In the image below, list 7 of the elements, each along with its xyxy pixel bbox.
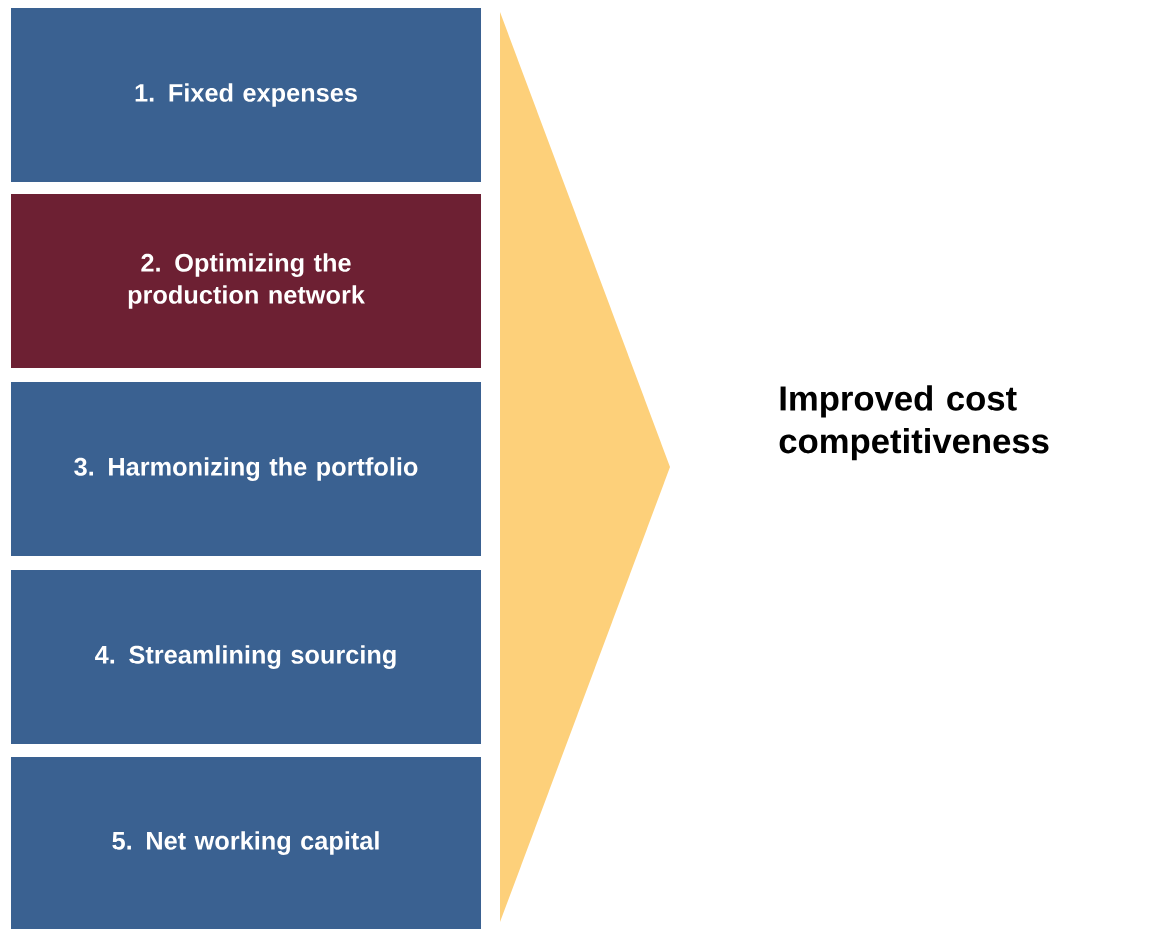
- text-box: 5. Net working capital: [11, 757, 481, 929]
- text-box: 2. Optimizing the production network: [11, 194, 481, 368]
- text-box: 4. Streamlining sourcing: [11, 570, 481, 744]
- result-text: Improved cost competitiveness: [779, 385, 1049, 461]
- chevron-triangle: [500, 12, 670, 922]
- text-box: 1. Fixed expenses: [11, 8, 481, 182]
- text-box: 3. Harmonizing the portfolio: [11, 382, 481, 556]
